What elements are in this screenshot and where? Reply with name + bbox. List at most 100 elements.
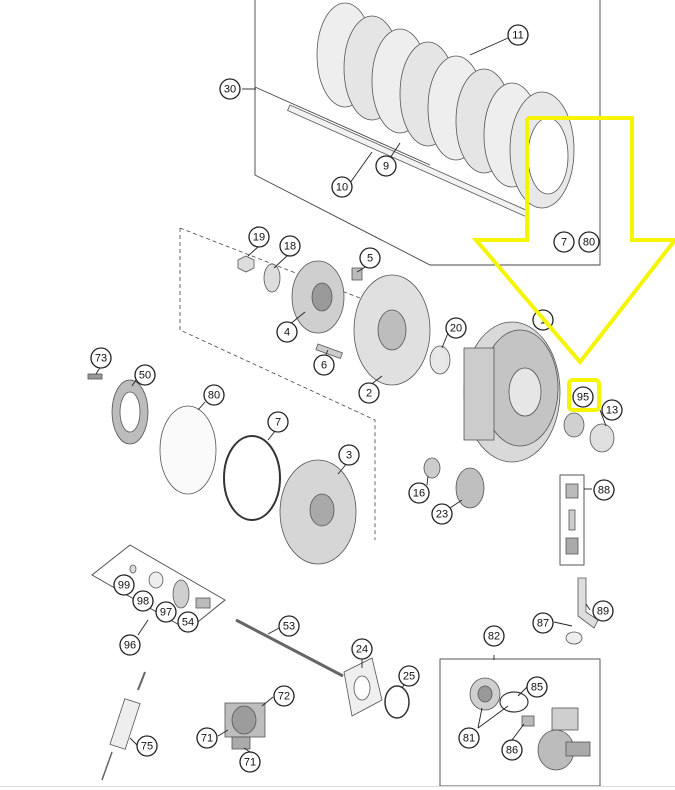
callout-label: 18 — [284, 241, 296, 253]
callout-label: 97 — [160, 607, 172, 619]
slave-cylinder-part — [224, 702, 266, 750]
callout-label: 95 — [577, 392, 589, 404]
callout-81: 81 — [458, 727, 480, 749]
callout-circle — [219, 78, 241, 100]
highlight-arrow — [471, 116, 675, 366]
callout-88: 88 — [593, 479, 615, 501]
callout-label: 7 — [275, 417, 281, 429]
callout-98: 98 — [132, 590, 154, 612]
callout-circle — [203, 384, 225, 406]
master-cylinder-part — [537, 707, 591, 771]
callout-89: 89 — [592, 600, 614, 622]
callout-16: 16 — [408, 482, 430, 504]
callout-circle — [526, 676, 548, 698]
callout-circle — [313, 354, 335, 376]
callout-label: 9 — [383, 161, 389, 173]
callout-9: 9 — [375, 155, 397, 177]
callout-circle — [578, 231, 600, 253]
callout-circle — [445, 317, 467, 339]
callout-circle — [278, 615, 300, 637]
callout-circle — [177, 611, 199, 633]
callout-18: 18 — [279, 235, 301, 257]
push-rod-part — [235, 618, 344, 678]
o-ring-part — [223, 435, 281, 521]
callout-label: 13 — [606, 405, 618, 417]
callout-circle — [351, 638, 373, 660]
clutch-disc-stack — [316, 2, 575, 209]
callout-circle — [507, 24, 529, 46]
hub-group-frame — [179, 228, 376, 540]
callout-label: 3 — [346, 450, 352, 462]
callout-80: 80 — [578, 231, 600, 253]
washer-small-part — [148, 571, 164, 589]
callout-30: 30 — [219, 78, 241, 100]
callout-label: 98 — [137, 596, 149, 608]
callout-circle — [592, 600, 614, 622]
callout-circle — [408, 482, 430, 504]
bolt-part — [351, 267, 363, 281]
callout-circle — [273, 685, 295, 707]
callout-95: 95 — [572, 386, 594, 408]
callout-label: 20 — [450, 323, 462, 335]
callout-20: 20 — [445, 317, 467, 339]
callout-86: 86 — [501, 739, 523, 761]
clutch-pack-frame — [254, 0, 601, 266]
callout-label: 82 — [488, 631, 500, 643]
callout-7: 7 — [267, 411, 289, 433]
callout-label: 30 — [224, 84, 236, 96]
callout-label: 25 — [403, 671, 415, 683]
callout-circle — [358, 382, 380, 404]
fitting-middle — [568, 509, 576, 531]
callout-circle — [90, 347, 112, 369]
callout-label: 89 — [597, 606, 609, 618]
fitting-bottom — [565, 537, 579, 555]
callout-circle — [196, 727, 218, 749]
clutch-cover-center — [309, 493, 335, 527]
callout-label: 4 — [284, 327, 290, 339]
callout-circle — [134, 364, 156, 386]
callout-85: 85 — [526, 676, 548, 698]
callout-circle — [431, 503, 453, 525]
callout-24: 24 — [351, 638, 373, 660]
callout-label: 73 — [95, 353, 107, 365]
friction-disc-hole — [119, 391, 141, 433]
callout-label: 19 — [253, 232, 265, 244]
callout-circle — [359, 247, 381, 269]
callout-circle — [331, 176, 353, 198]
callout-25: 25 — [398, 665, 420, 687]
callout-label: 71 — [201, 733, 213, 745]
callout-label: 6 — [321, 360, 327, 372]
callout-circle — [483, 625, 505, 647]
callout-circle — [398, 665, 420, 687]
pin-part — [315, 343, 343, 360]
callout-label: 50 — [139, 370, 151, 382]
bottom-divider — [0, 786, 675, 787]
callout-label: 53 — [283, 621, 295, 633]
callout-label: 72 — [278, 691, 290, 703]
callout-87: 87 — [532, 612, 554, 634]
callout-label: 86 — [506, 745, 518, 757]
callout-4: 4 — [276, 321, 298, 343]
callout-label: 80 — [208, 390, 220, 402]
callout-circle — [375, 155, 397, 177]
screw-part — [87, 373, 103, 380]
highlight-box — [567, 378, 601, 412]
nut-part — [237, 255, 255, 273]
callout-circle — [132, 590, 154, 612]
callout-2: 2 — [358, 382, 380, 404]
sleeve-part — [589, 423, 615, 453]
master-screw-part — [521, 715, 535, 727]
callout-label: 75 — [141, 741, 153, 753]
callout-circle — [458, 727, 480, 749]
callout-circle — [338, 444, 360, 466]
fitting-group-frame — [559, 474, 585, 566]
callout-23: 23 — [431, 503, 453, 525]
callout-71: 71 — [239, 751, 261, 773]
callout-circle — [155, 601, 177, 623]
callout-13: 13 — [601, 399, 623, 421]
callout-19: 19 — [248, 226, 270, 248]
callout-label: 24 — [356, 644, 368, 656]
thrust-washer-part — [429, 345, 451, 375]
